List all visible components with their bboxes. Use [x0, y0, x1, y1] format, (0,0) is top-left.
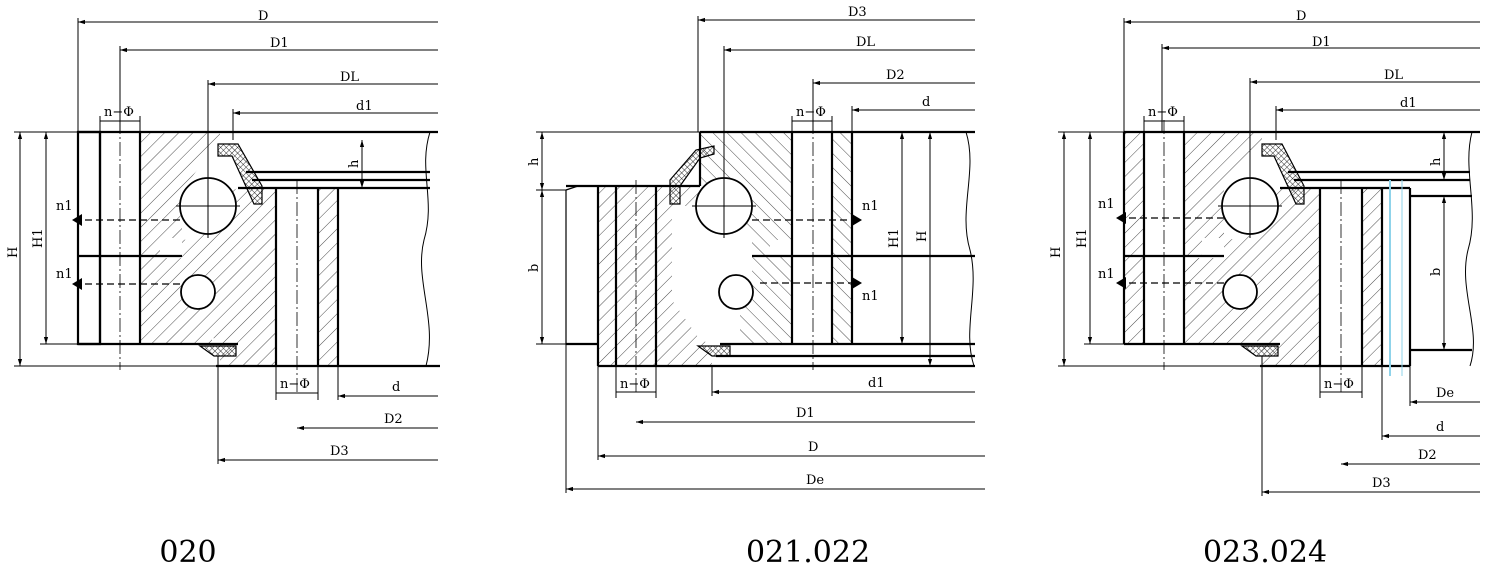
dim-label: D1 — [270, 36, 289, 51]
dims-bottom-020: n−Φ d D2 D3 — [217, 356, 438, 464]
figure-023-024: D D1 DL d1 n−Φ — [1049, 9, 1480, 570]
dims-bottom-021: n−Φ d1 D1 D De — [565, 344, 985, 493]
dim-label: d — [922, 95, 930, 110]
marker-label: n1 — [1098, 197, 1115, 212]
marker-label: n1 — [1098, 267, 1115, 282]
dim-label: DL — [340, 70, 359, 85]
lower-ball — [718, 274, 754, 310]
marker-label: n1 — [862, 199, 879, 214]
figure-021-022: D3 DL D2 d n−Φ — [527, 5, 985, 570]
side-label: H1 — [887, 228, 902, 248]
dims-top-020: D D1 DL d1 n−Φ — [77, 9, 438, 190]
dim-label: DL — [856, 35, 875, 50]
side-label: H1 — [31, 228, 46, 248]
side-label: h — [347, 159, 362, 168]
dim-label: De — [1436, 386, 1454, 401]
body-020: n1 n1 — [56, 120, 440, 395]
dim-label: DL — [1384, 68, 1403, 83]
dim-label: D — [258, 9, 268, 24]
holes-label: n−Φ — [1148, 105, 1178, 120]
body-021: n1 n1 — [565, 120, 975, 395]
dim-label: D2 — [1418, 448, 1437, 463]
side-label: b — [1429, 268, 1444, 276]
dim-label: D — [1296, 9, 1306, 24]
dim-label: D2 — [886, 68, 905, 83]
dim-label: D3 — [330, 444, 349, 459]
side-label: b — [527, 264, 542, 272]
figure-020: D D1 DL d1 n−Φ — [6, 9, 440, 570]
dim-label: d — [1436, 420, 1444, 435]
lower-ball — [1222, 274, 1258, 310]
top-seal — [1261, 143, 1305, 205]
dim-label: d — [392, 380, 400, 395]
marker-label: n1 — [862, 289, 879, 304]
bottom-seal — [1240, 345, 1279, 357]
side-label: H — [915, 231, 930, 242]
holes-label: n−Φ — [280, 377, 310, 392]
bottom-seal — [198, 345, 237, 357]
holes-label: n−Φ — [1324, 377, 1354, 392]
bottom-seal — [696, 345, 731, 357]
dim-label: D1 — [796, 406, 815, 421]
holes-label: n−Φ — [620, 377, 650, 392]
body-023: n1 n1 — [1098, 120, 1480, 395]
holes-label: n−Φ — [796, 105, 826, 120]
top-seal — [217, 143, 263, 205]
dim-label: d1 — [868, 376, 885, 391]
lower-ball — [180, 274, 216, 310]
figure-caption: 021.022 — [746, 535, 870, 570]
dim-label: d1 — [356, 99, 373, 114]
marker-label: n1 — [56, 199, 73, 214]
side-label: h — [527, 157, 542, 166]
dims-side-021: h b H1 H — [527, 131, 933, 366]
side-label: H — [1049, 247, 1064, 258]
dim-label: D3 — [1372, 476, 1391, 491]
side-label: H1 — [1075, 228, 1090, 248]
dims-bottom-023: n−Φ De d D2 D3 — [1261, 356, 1480, 496]
side-label: h — [1429, 157, 1444, 166]
dims-top-023: D D1 DL d1 n−Φ — [1123, 9, 1480, 190]
dim-label: D3 — [848, 5, 867, 20]
dims-side-023: H H1 h b — [1049, 131, 1447, 367]
top-seal — [669, 145, 715, 205]
dim-label: D2 — [384, 412, 403, 427]
holes-label: n−Φ — [104, 105, 134, 120]
dim-label: d1 — [1400, 96, 1417, 111]
dims-side-020: H H1 h — [6, 131, 365, 367]
figure-caption: 020 — [159, 535, 216, 570]
dim-label: D1 — [1312, 35, 1331, 50]
dim-label: De — [806, 473, 824, 488]
marker-label: n1 — [56, 267, 73, 282]
figure-caption: 023.024 — [1203, 535, 1327, 570]
side-label: H — [6, 247, 21, 258]
dim-label: D — [808, 440, 818, 455]
